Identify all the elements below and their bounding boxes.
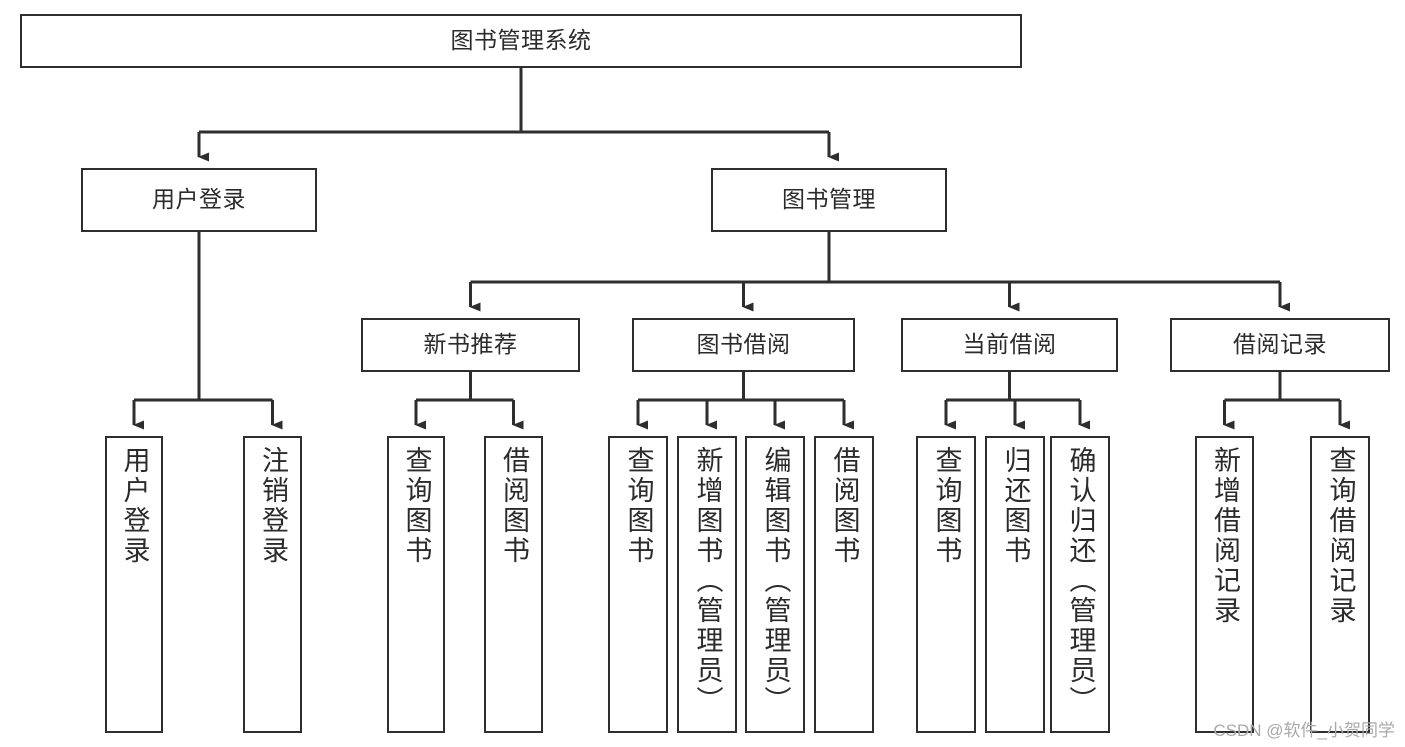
node-label: 编辑图书（管理员）: [760, 446, 791, 716]
connector-lines: [132, 68, 1350, 430]
node-leaf-confirm-return[interactable]: 确认归还（管理员）: [1050, 436, 1110, 733]
node-leaf-edit-book[interactable]: 编辑图书（管理员）: [745, 436, 805, 733]
node-new-book-recommend[interactable]: 新书推荐: [361, 318, 580, 372]
node-book-borrow[interactable]: 图书借阅: [632, 318, 855, 372]
node-leaf-query-record[interactable]: 查询借阅记录: [1310, 436, 1370, 733]
node-label: 借阅记录: [1233, 331, 1327, 358]
node-leaf-borrow-book-1[interactable]: 借阅图书: [484, 436, 543, 733]
node-leaf-return-book[interactable]: 归还图书: [985, 436, 1045, 733]
node-label: 当前借阅: [962, 331, 1057, 358]
node-label: 注销登录: [258, 446, 288, 566]
node-label: 新书推荐: [423, 331, 518, 358]
node-label: 图书管理系统: [450, 27, 592, 54]
node-leaf-add-book[interactable]: 新增图书（管理员）: [677, 436, 737, 733]
node-current-borrow[interactable]: 当前借阅: [901, 318, 1118, 372]
node-borrow-record[interactable]: 借阅记录: [1170, 318, 1390, 372]
node-label: 新增借阅记录: [1210, 446, 1240, 626]
node-label: 图书管理: [782, 186, 876, 213]
node-book-management[interactable]: 图书管理: [711, 168, 947, 232]
node-label: 确认归还（管理员）: [1065, 446, 1096, 716]
node-label: 查询借阅记录: [1325, 446, 1356, 626]
node-leaf-borrow-book-2[interactable]: 借阅图书: [814, 436, 874, 733]
node-leaf-user-login[interactable]: 用户登录: [105, 436, 163, 733]
node-leaf-query-book-2[interactable]: 查询图书: [608, 436, 668, 733]
node-label: 查询图书: [931, 446, 962, 566]
node-label: 借阅图书: [829, 446, 860, 566]
node-label: 查询图书: [401, 446, 432, 566]
node-label: 归还图书: [1000, 446, 1031, 566]
node-leaf-add-record[interactable]: 新增借阅记录: [1195, 436, 1254, 733]
node-leaf-query-book-1[interactable]: 查询图书: [387, 436, 445, 733]
node-root[interactable]: 图书管理系统: [20, 14, 1022, 68]
node-label: 用户登录: [152, 186, 246, 213]
node-leaf-query-book-3[interactable]: 查询图书: [916, 436, 976, 733]
node-label: 查询图书: [623, 446, 654, 566]
node-label: 借阅图书: [499, 446, 529, 566]
node-label: 图书借阅: [696, 331, 791, 358]
node-user-login[interactable]: 用户登录: [81, 168, 317, 232]
node-label: 新增图书（管理员）: [692, 446, 723, 716]
node-leaf-user-logout[interactable]: 注销登录: [243, 436, 302, 733]
node-label: 用户登录: [119, 446, 150, 566]
